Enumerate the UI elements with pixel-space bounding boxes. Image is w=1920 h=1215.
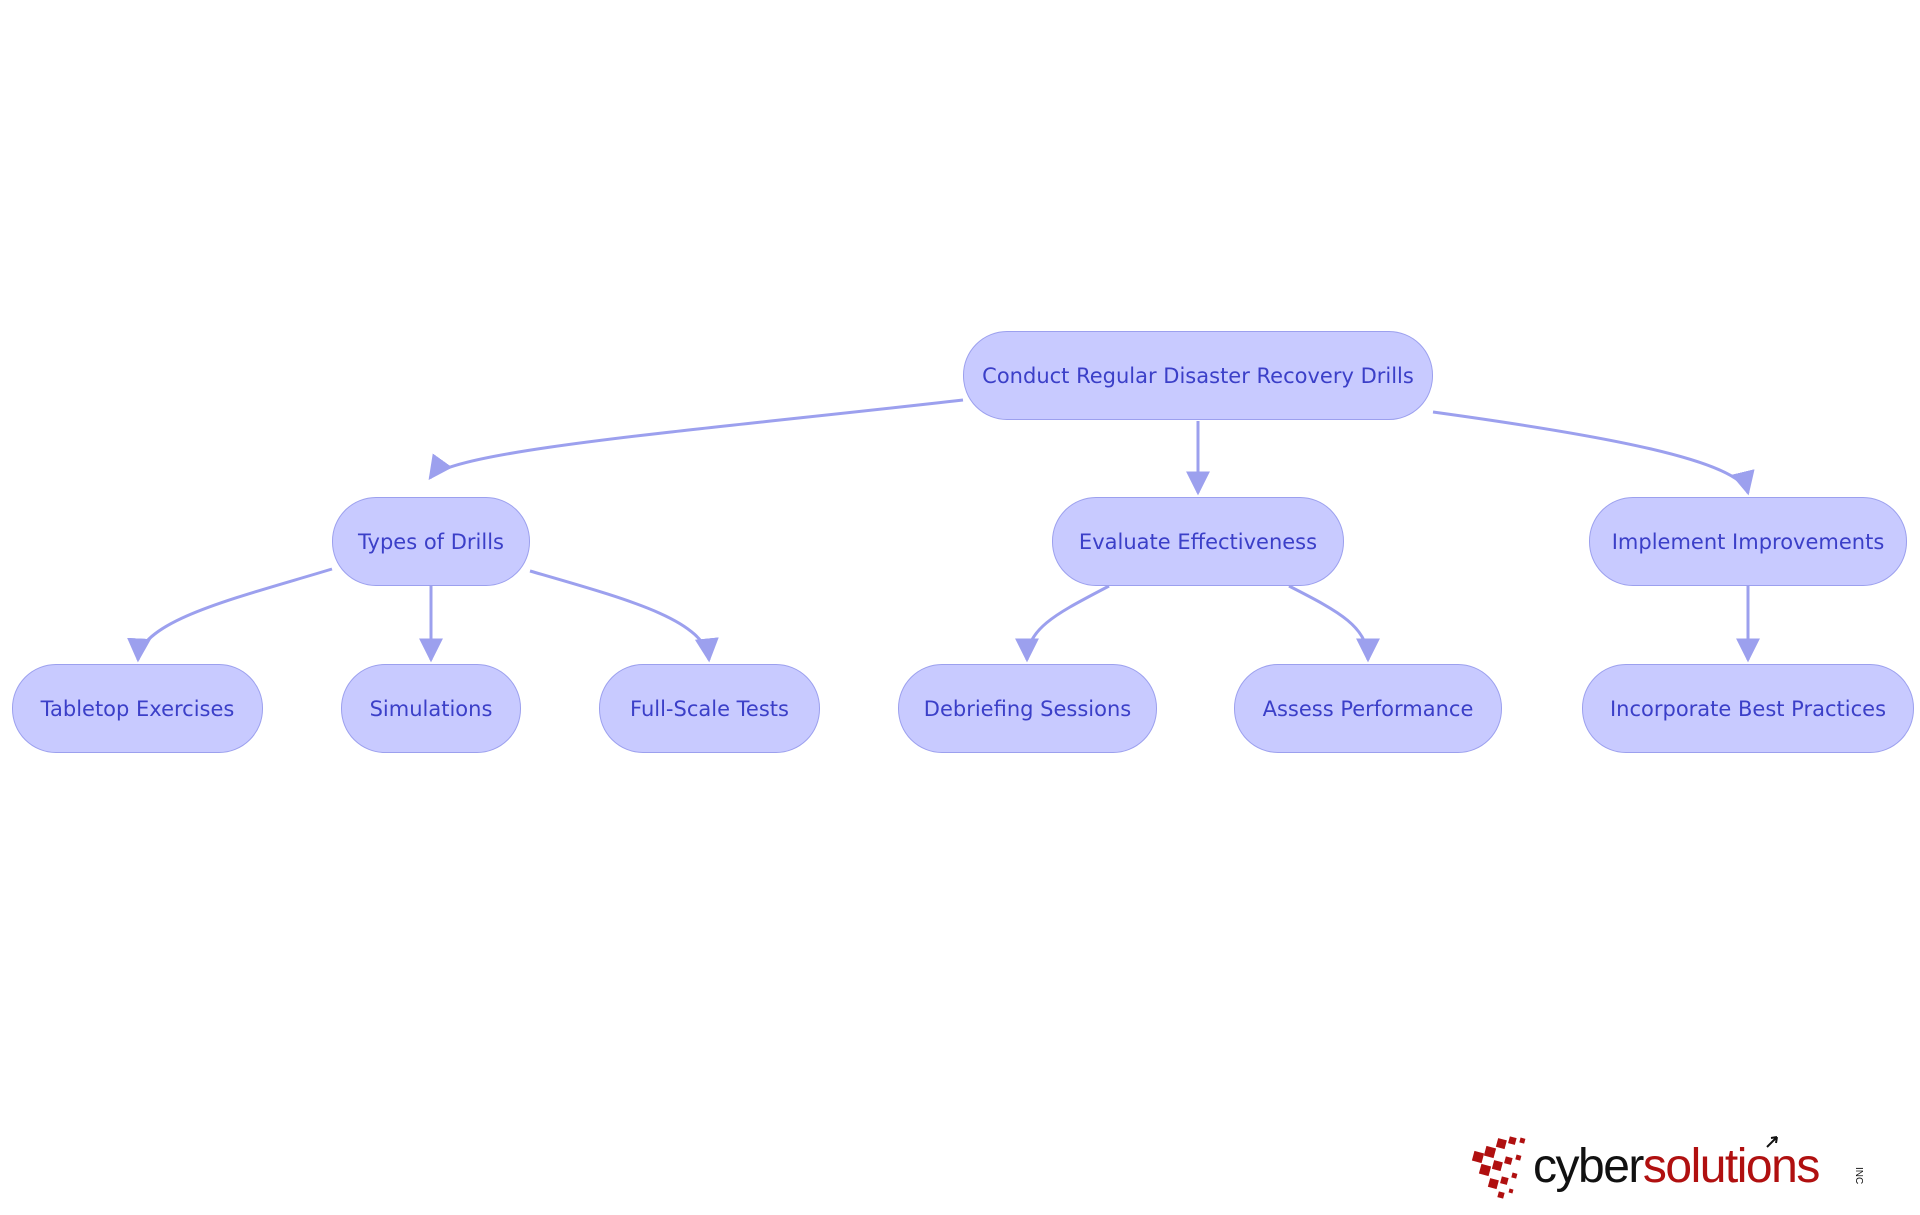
node-evaluate-effectiveness: Evaluate Effectiveness xyxy=(1052,497,1344,586)
logo-mark-icon xyxy=(1471,1136,1526,1199)
cybersolutions-logo: cybersolutions INC xyxy=(1471,1136,1864,1199)
edges xyxy=(127,398,1760,663)
node-types-of-drills: Types of Drills xyxy=(332,497,530,586)
node-label: Types of Drills xyxy=(357,529,504,554)
node-root: Conduct Regular Disaster Recovery Drills xyxy=(963,331,1433,420)
node-label: Incorporate Best Practices xyxy=(1609,696,1887,721)
logo-word-solutions: solutions xyxy=(1643,1140,1819,1193)
edge-types-tabletop xyxy=(127,567,333,663)
edge-root-implement xyxy=(1432,410,1755,496)
logo-word-cyber: cyber xyxy=(1533,1140,1644,1193)
node-root-label: Conduct Regular Disaster Recovery Drills xyxy=(982,363,1414,388)
node-debriefing-sessions: Debriefing Sessions xyxy=(898,664,1157,753)
logo-arrow-icon xyxy=(1766,1136,1778,1148)
edge-types-fullscale xyxy=(529,569,719,663)
logo-suffix: INC xyxy=(1853,1167,1864,1184)
edge-evaluate-assess xyxy=(1288,584,1380,663)
node-label: Simulations xyxy=(369,696,493,721)
node-label: Tabletop Exercises xyxy=(40,696,235,721)
node-simulations: Simulations xyxy=(341,664,521,753)
node-implement-improvements: Implement Improvements xyxy=(1589,497,1907,586)
svg-text:cybersolutions: cybersolutions xyxy=(1533,1140,1819,1193)
node-full-scale-tests: Full-Scale Tests xyxy=(599,664,820,753)
edge-root-types xyxy=(428,398,964,480)
node-label: Debriefing Sessions xyxy=(923,696,1132,721)
node-tabletop-exercises: Tabletop Exercises xyxy=(12,664,263,753)
edge-evaluate-debriefing xyxy=(1015,584,1110,663)
node-label: Evaluate Effectiveness xyxy=(1078,529,1318,554)
node-assess-performance: Assess Performance xyxy=(1234,664,1502,753)
node-label: Implement Improvements xyxy=(1611,529,1885,554)
node-label: Assess Performance xyxy=(1262,696,1474,721)
node-label: Full-Scale Tests xyxy=(630,696,789,721)
node-incorporate-best-practices: Incorporate Best Practices xyxy=(1582,664,1914,753)
